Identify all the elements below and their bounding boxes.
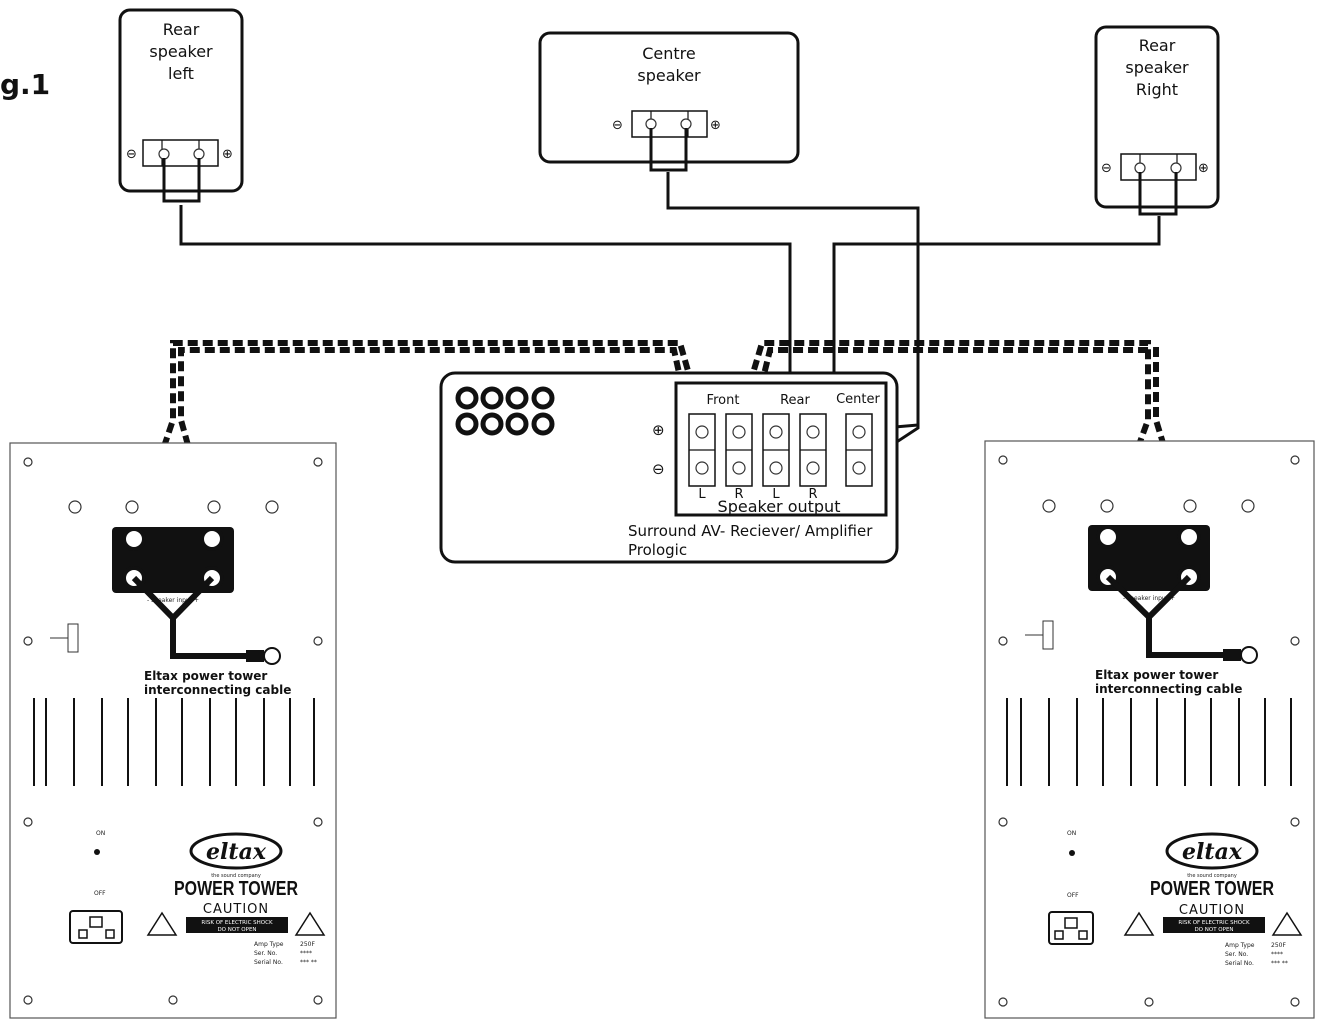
svg-text:left: left [168,64,194,83]
svg-text:Speaker output: Speaker output [718,497,841,516]
svg-text:ON: ON [96,830,105,837]
heat-sink [1006,698,1292,786]
svg-text:Front: Front [707,393,740,408]
plus-icon: ⊕ [652,421,665,439]
svg-text:****: **** [300,950,312,957]
warning-band [186,917,288,933]
minus-icon: ⊖ [652,460,665,478]
eltax-logo-icon [189,832,283,870]
svg-text:ON: ON [1067,830,1076,837]
svg-text:Ser. No.: Ser. No. [254,950,277,957]
minus-terminal-icon: ⊖ [1101,161,1112,176]
svg-text:OFF: OFF [1067,892,1079,899]
svg-text:eltax: eltax [206,839,267,865]
svg-text:Rear: Rear [1139,36,1176,55]
rear-speaker-left: Rear speaker left ⊖ ⊕ [118,8,244,203]
output-terminals [688,413,873,487]
svg-text:R: R [808,487,817,502]
svg-text:Rear: Rear [163,20,200,39]
speaker-output-panel [674,381,888,517]
av-receiver: Front Rear Center ⊕ ⊖ L R L R Speaker ou… [439,371,899,564]
plus-terminal-icon: ⊕ [222,147,233,162]
svg-text:Serial No.: Serial No. [1225,960,1254,967]
svg-text:Centre: Centre [642,44,696,63]
svg-text:speaker: speaker [1125,58,1189,77]
svg-text:OFF: OFF [94,890,106,897]
svg-text:250F: 250F [300,941,315,948]
power-tower-left: - speaker input + Eltax power tower inte… [9,442,337,1019]
exclamation-warning-icon [294,911,326,936]
plus-terminal-icon: ⊕ [1198,161,1209,176]
svg-text:CAUTION: CAUTION [1179,903,1245,918]
svg-text:Eltax power tower: Eltax power tower [144,669,267,683]
heat-sink [33,698,315,786]
svg-text:- speaker input +: - speaker input + [147,597,199,604]
svg-text:speaker: speaker [149,42,213,61]
warning-band [1163,917,1265,933]
svg-text:Prologic: Prologic [628,541,687,559]
svg-text:Surround AV- Reciever/ Amplifi: Surround AV- Reciever/ Amplifier [628,522,873,540]
svg-text:250F: 250F [1271,942,1286,949]
svg-text:DO NOT OPEN: DO NOT OPEN [1194,927,1233,933]
svg-text:Center: Center [836,392,880,407]
svg-text:L: L [698,487,706,502]
rca-input-jacks [455,386,555,436]
rear-speaker-right: Rear speaker Right ⊖ ⊕ [1094,25,1220,216]
svg-text:speaker: speaker [637,66,701,85]
svg-text:Amp Type: Amp Type [254,941,284,948]
svg-text:interconnecting cable: interconnecting cable [144,683,291,697]
svg-text:interconnecting cable: interconnecting cable [1095,682,1242,696]
electric-warning-icon [1123,911,1155,936]
svg-text:POWER TOWER: POWER TOWER [174,878,298,900]
svg-text:Eltax power tower: Eltax power tower [1095,668,1218,682]
svg-text:eltax: eltax [1182,839,1243,865]
figure-label: g.1 [0,68,50,101]
exclamation-warning-icon [1271,911,1303,936]
plus-terminal-icon: ⊕ [710,118,721,133]
svg-text:DO NOT OPEN: DO NOT OPEN [217,927,256,933]
svg-text:POWER TOWER: POWER TOWER [1150,878,1274,900]
svg-text:CAUTION: CAUTION [203,902,269,917]
svg-text:- speaker input +: - speaker input + [1123,595,1175,602]
svg-text:RISK OF ELECTRIC SHOCK: RISK OF ELECTRIC SHOCK [201,920,273,926]
svg-text:Ser. No.: Ser. No. [1225,951,1248,958]
electric-warning-icon [146,911,178,936]
svg-text:*** **: *** ** [1271,960,1288,967]
svg-text:Right: Right [1136,80,1178,99]
svg-text:****: **** [1271,951,1283,958]
power-tower-right: - speaker input + Eltax power tower inte… [984,440,1315,1019]
minus-terminal-icon: ⊖ [126,147,137,162]
svg-text:the sound company: the sound company [211,873,261,879]
svg-text:R: R [734,487,743,502]
svg-text:Amp Type: Amp Type [1225,942,1255,949]
svg-text:Rear: Rear [780,393,810,408]
svg-text:the sound company: the sound company [1187,873,1237,879]
centre-speaker: Centre speaker ⊖ ⊕ [538,31,800,172]
svg-text:*** **: *** ** [300,959,317,966]
minus-terminal-icon: ⊖ [612,118,623,133]
eltax-logo-icon [1165,832,1259,870]
svg-text:RISK OF ELECTRIC SHOCK: RISK OF ELECTRIC SHOCK [1178,920,1250,926]
svg-text:L: L [772,487,780,502]
svg-text:Serial No.: Serial No. [254,959,283,966]
